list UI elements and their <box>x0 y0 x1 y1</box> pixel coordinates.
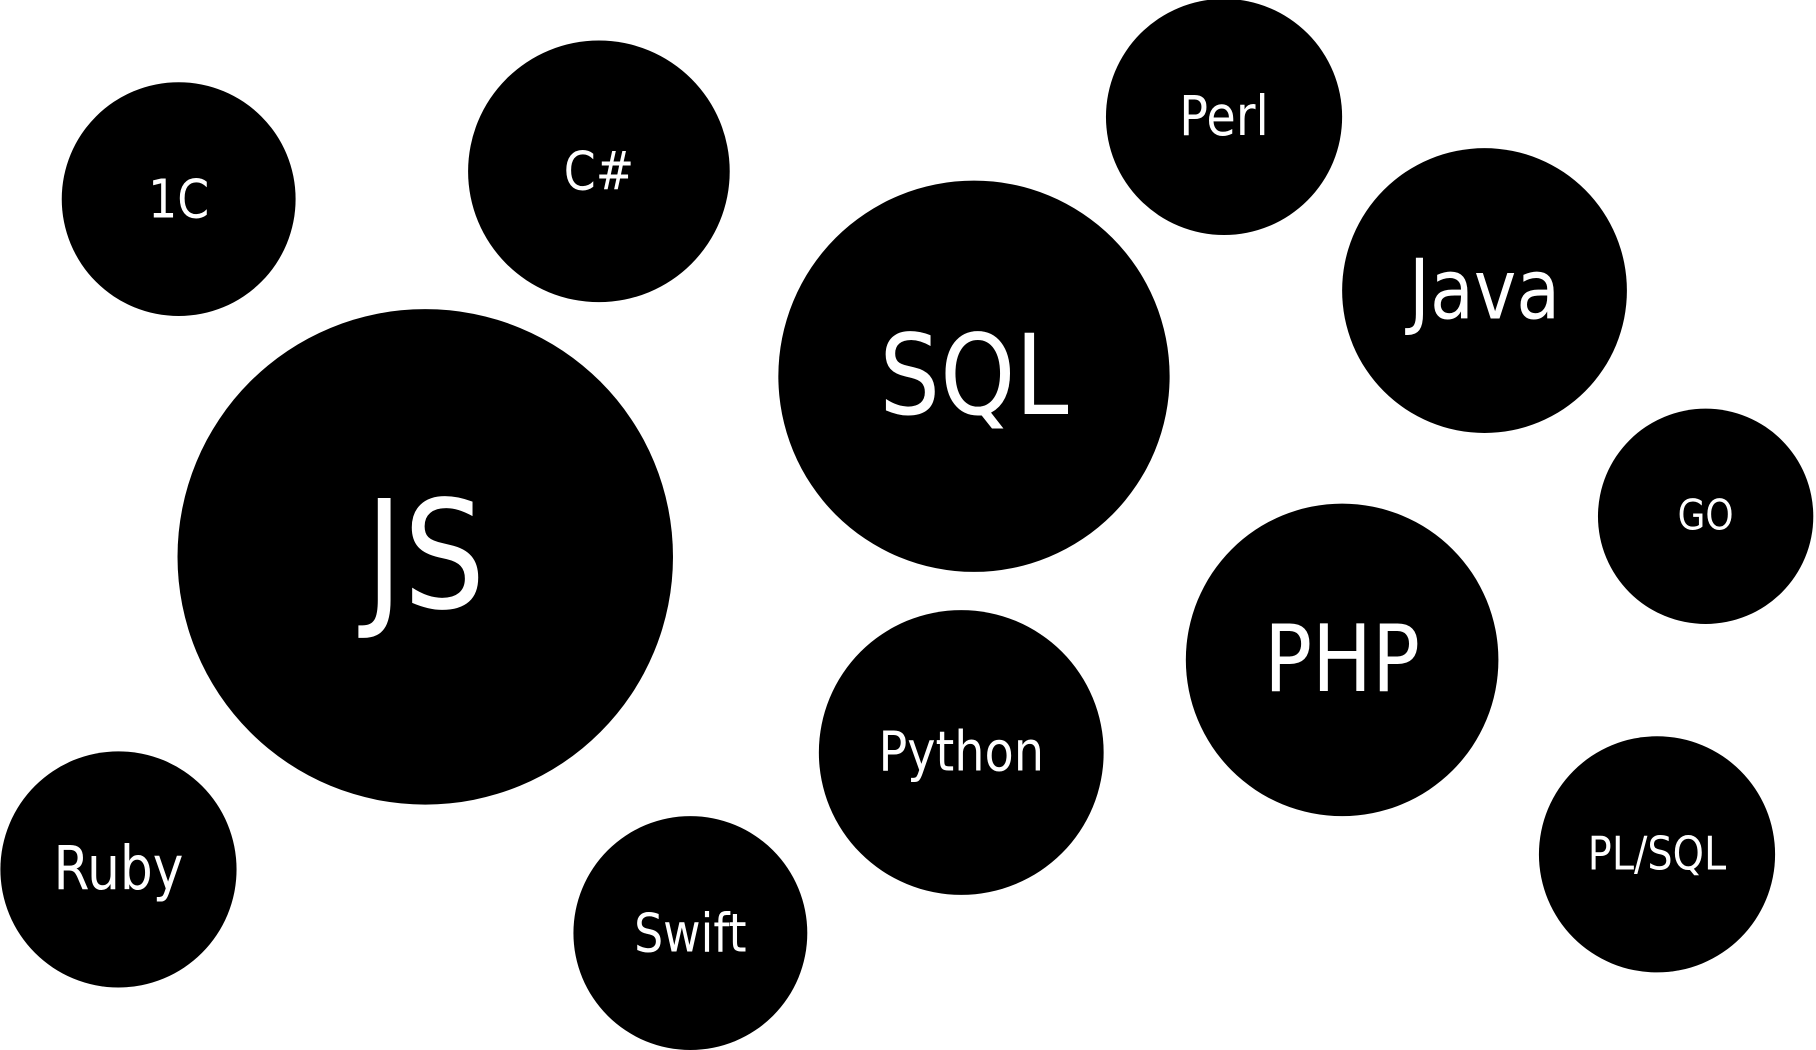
bubble-js: JS <box>177 309 673 805</box>
bubble-circle <box>818 610 1104 895</box>
bubble-java: Java <box>1342 148 1627 433</box>
bubble-go: GO <box>1597 408 1814 624</box>
bubble-label: SQL <box>879 312 1068 441</box>
bubble-label: Java <box>1404 242 1560 339</box>
bubble-label: Ruby <box>54 835 184 905</box>
bubble-label: JS <box>358 469 486 644</box>
bubble-pl-sql: PL/SQL <box>1538 736 1776 973</box>
bubble-label: PL/SQL <box>1588 828 1726 882</box>
bubble-circle <box>468 40 730 303</box>
bubble-circle <box>778 180 1170 572</box>
bubble-circle <box>1538 736 1776 973</box>
bubble-label: 1C <box>148 168 209 230</box>
bubble-circle <box>1185 503 1499 817</box>
bubble-label: C# <box>564 140 634 202</box>
bubble-circle <box>177 309 673 805</box>
bubble-python: Python <box>818 610 1104 895</box>
bubble-circle <box>1105 0 1343 235</box>
bubble-circle <box>61 82 296 317</box>
bubble-circle <box>1597 408 1814 624</box>
bubble-label: Swift <box>634 902 747 964</box>
bubble-circle <box>0 751 237 988</box>
bubble-label: GO <box>1678 492 1734 540</box>
bubble-perl: Perl <box>1105 0 1343 235</box>
bubble-1c: 1C <box>61 82 296 317</box>
bubble-c-: C# <box>468 40 730 303</box>
bubble-label: Python <box>878 720 1044 784</box>
bubble-php: PHP <box>1185 503 1499 817</box>
bubble-label: Perl <box>1179 85 1268 149</box>
bubble-sql: SQL <box>778 180 1170 572</box>
bubble-circle <box>573 816 808 1050</box>
bubble-circle <box>1342 148 1627 433</box>
bubble-label: PHP <box>1264 606 1420 713</box>
bubble-ruby: Ruby <box>0 751 237 988</box>
bubble-swift: Swift <box>573 816 808 1050</box>
